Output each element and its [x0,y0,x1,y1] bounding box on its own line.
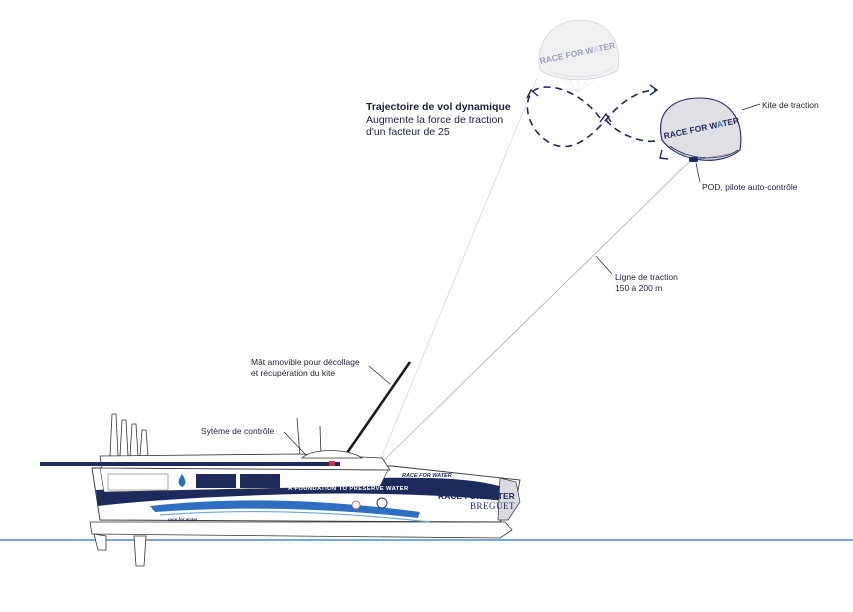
solar-roof [40,462,340,466]
logo-circle [351,500,361,510]
flight-path-caption: Trajectoire de vol dynamique Augmente la… [366,101,511,139]
traction-line-label: Ligne de traction 150 à 200 m [615,272,678,293]
water-drop-icon [178,474,186,487]
flight-path-title: Trajectoire de vol dynamique [366,101,511,113]
cabin-window [196,474,236,488]
removable-mast [336,361,412,467]
mast-label-line1: Mât amovible pour décollage [251,357,360,367]
race-for-water-boat: RACE FOR WATER A FOUNDATION TO PRESERVE … [40,413,521,567]
traction-line-title: Ligne de traction [615,272,678,282]
swiss-flag [329,461,335,466]
deck-text: RACE FOR WATER [402,473,452,479]
control-system-label: Sytème de contrôle [201,426,275,436]
flight-path-trajectory [526,86,661,148]
kite-label: Kite de traction [762,100,819,110]
traction-line-length: 150 à 200 m [615,282,663,293]
traction-line-faded [377,77,538,467]
pod-unit [689,157,698,162]
traction-kite: RACE FOR WATER [660,97,742,162]
pod-label: POD, pilote auto-contrôle [702,182,798,192]
antenna [296,417,301,457]
kite-ghost: RACE FOR WATER [538,19,620,93]
traction-line [377,157,694,467]
small-hull-text: race for water [168,517,198,522]
mast-label: Mât amovible pour décollage et récupérat… [251,357,360,378]
flight-path-line2: d'un facteur de 25 [366,126,450,138]
foundation-text: A FOUNDATION TO PRESERVE WATER [288,486,409,492]
hull-brand-text: RACE FOR WATER [438,491,515,501]
cabin-window [107,473,169,491]
cabin-window [240,474,280,488]
stern-exhausts [109,413,149,457]
flight-path-line1: Augmente la force de traction [366,113,504,126]
sponsor-text: BREGUET [470,501,515,511]
mast-label-line2: et récupération du kite [251,367,336,378]
flight-path-arrows [526,84,669,160]
logo-circle [376,497,388,509]
leader-lines [283,103,761,456]
